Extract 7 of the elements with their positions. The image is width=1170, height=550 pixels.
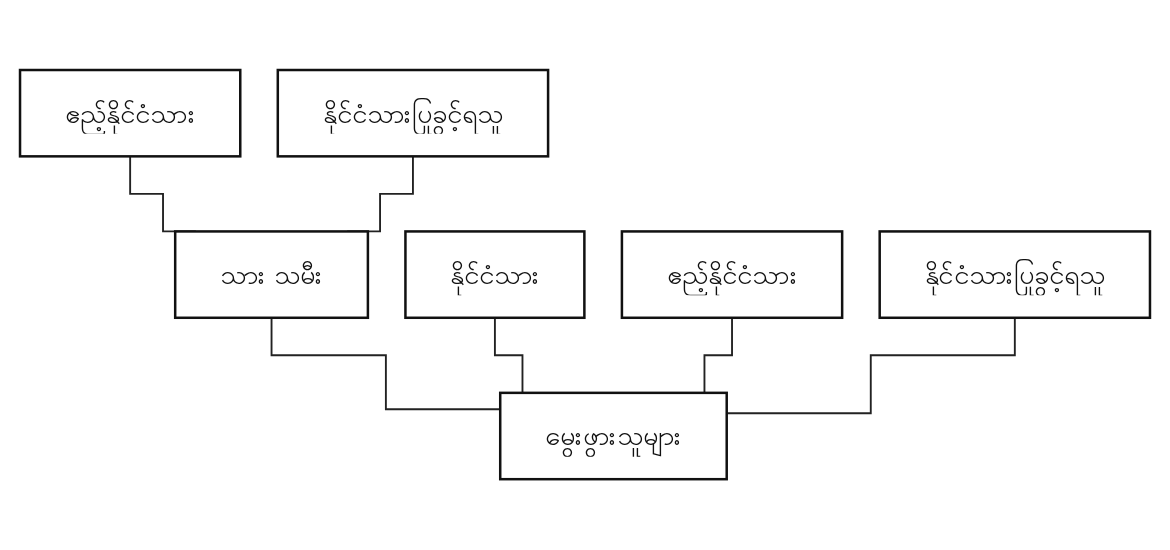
node-box: မွေးဖွားသူများ <box>498 392 728 481</box>
node-box: နိုင်ငံသားပြုခွင့်ရသူ <box>276 69 550 158</box>
node-box: သား သမီး <box>173 230 370 320</box>
node-box: နိုင်ငံသား <box>404 230 586 320</box>
node-box: ဧည့်နိုင်ငံသား <box>620 230 844 320</box>
node-box: ဧည့်နိုင်ငံသား <box>18 69 242 158</box>
node-box: နိုင်ငံသားပြုခွင့်ရသူ <box>878 230 1152 320</box>
